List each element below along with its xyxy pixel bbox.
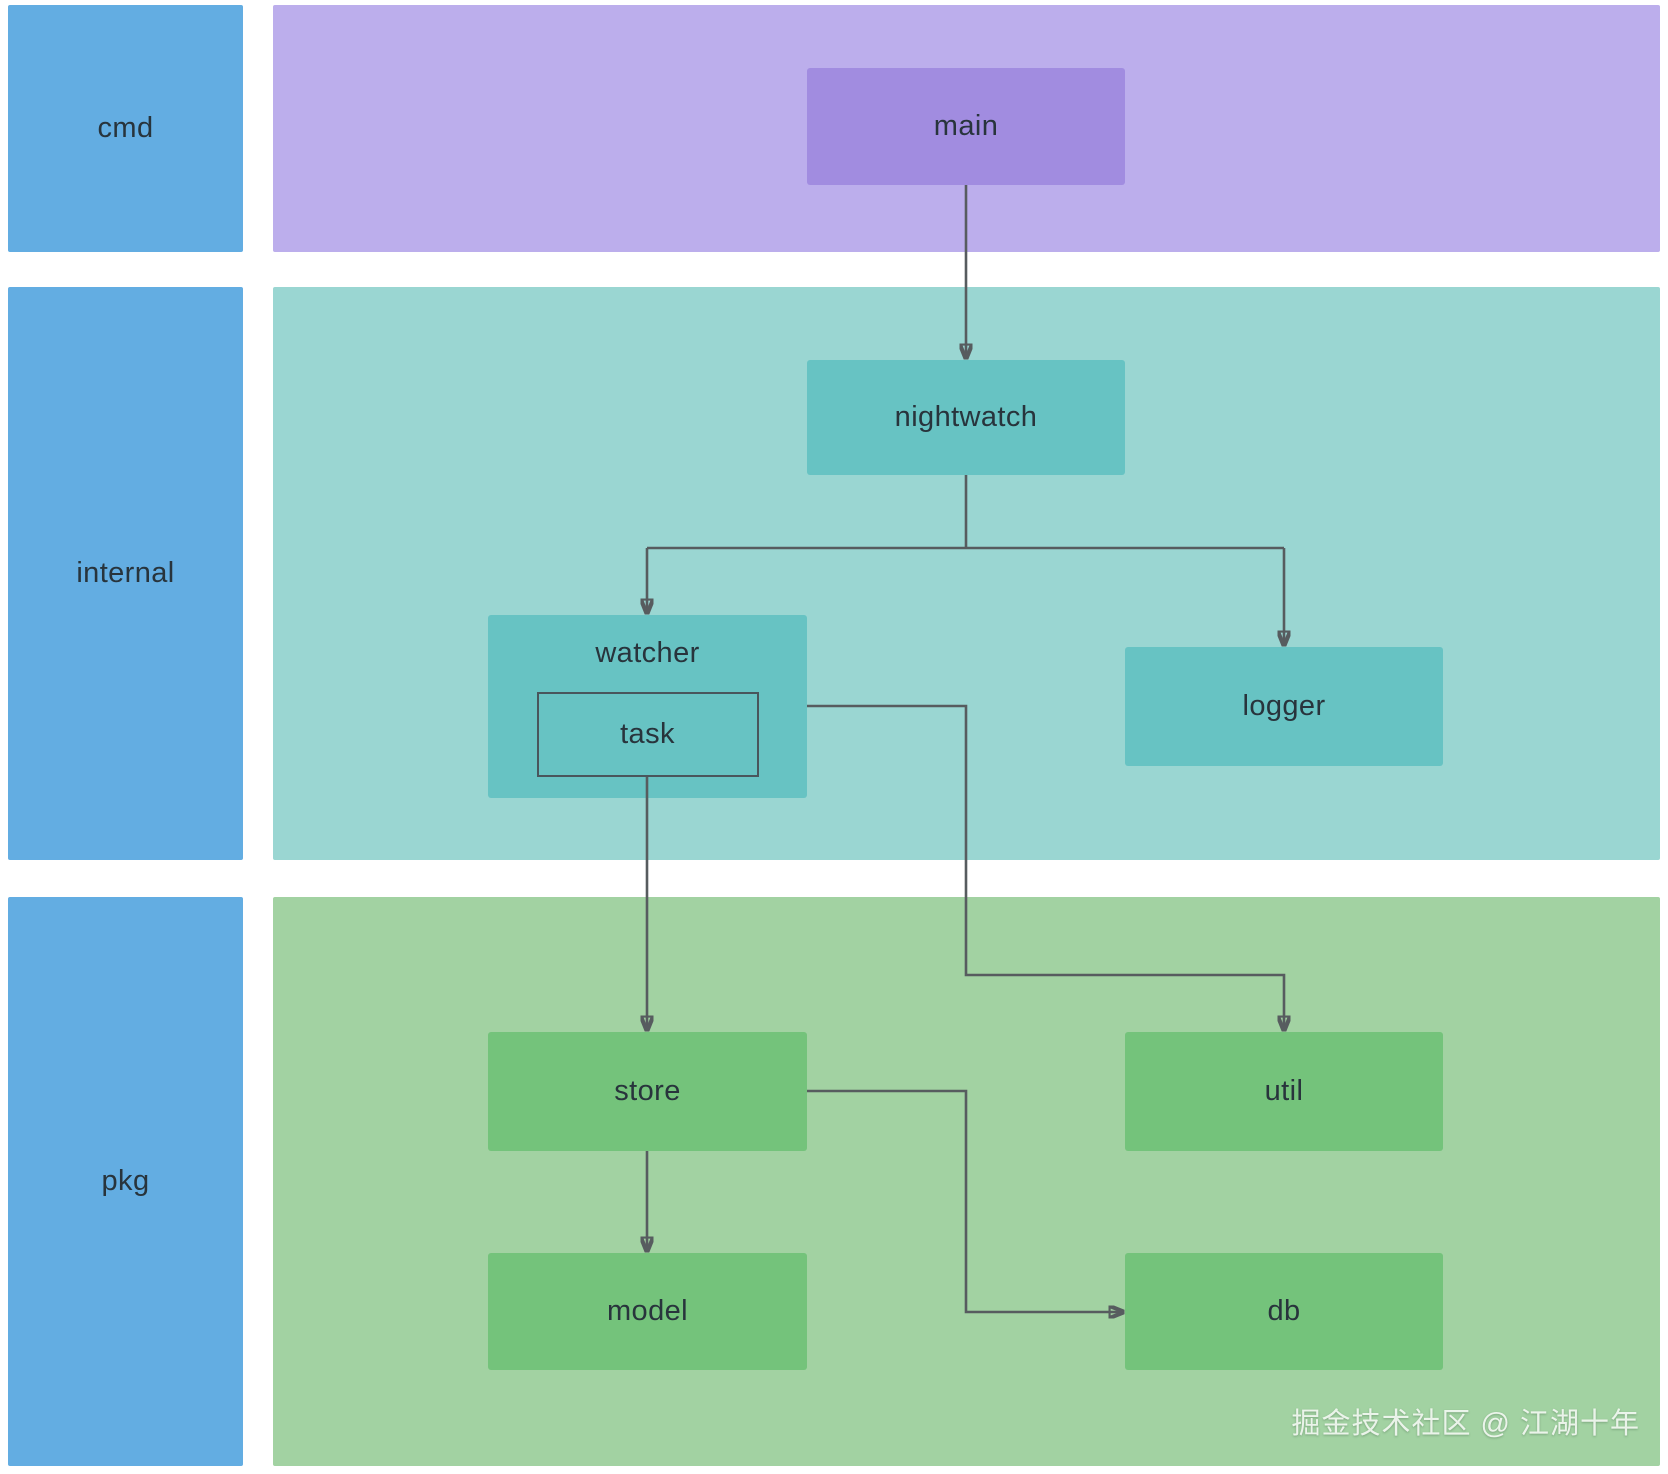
node-util: util: [1125, 1032, 1443, 1151]
sidebar-item-pkg: pkg: [8, 897, 243, 1466]
node-logger-label: logger: [1242, 690, 1326, 722]
watermark: 掘金技术社区 @ 江湖十年: [1291, 1408, 1640, 1440]
node-db-label: db: [1267, 1295, 1301, 1327]
node-main-label: main: [933, 110, 999, 142]
node-watcher-label: watcher: [595, 637, 700, 669]
sidebar-label-pkg: pkg: [101, 1165, 150, 1197]
node-store: store: [488, 1032, 807, 1151]
node-model: model: [488, 1253, 807, 1370]
node-main: main: [807, 68, 1125, 185]
node-task: task: [536, 692, 759, 777]
band-pkg: [273, 897, 1660, 1466]
node-nightwatch-label: nightwatch: [894, 401, 1038, 433]
node-model-label: model: [607, 1295, 688, 1327]
node-logger: logger: [1125, 647, 1443, 766]
node-task-label: task: [620, 718, 675, 750]
sidebar-label-internal: internal: [76, 557, 175, 589]
node-util-label: util: [1264, 1075, 1304, 1107]
node-nightwatch: nightwatch: [807, 360, 1125, 475]
node-db: db: [1125, 1253, 1443, 1370]
node-store-label: store: [614, 1075, 681, 1107]
sidebar-item-cmd: cmd: [8, 5, 243, 252]
node-watcher: watcher task: [488, 615, 807, 798]
sidebar-item-internal: internal: [8, 287, 243, 860]
sidebar-label-cmd: cmd: [97, 112, 154, 144]
